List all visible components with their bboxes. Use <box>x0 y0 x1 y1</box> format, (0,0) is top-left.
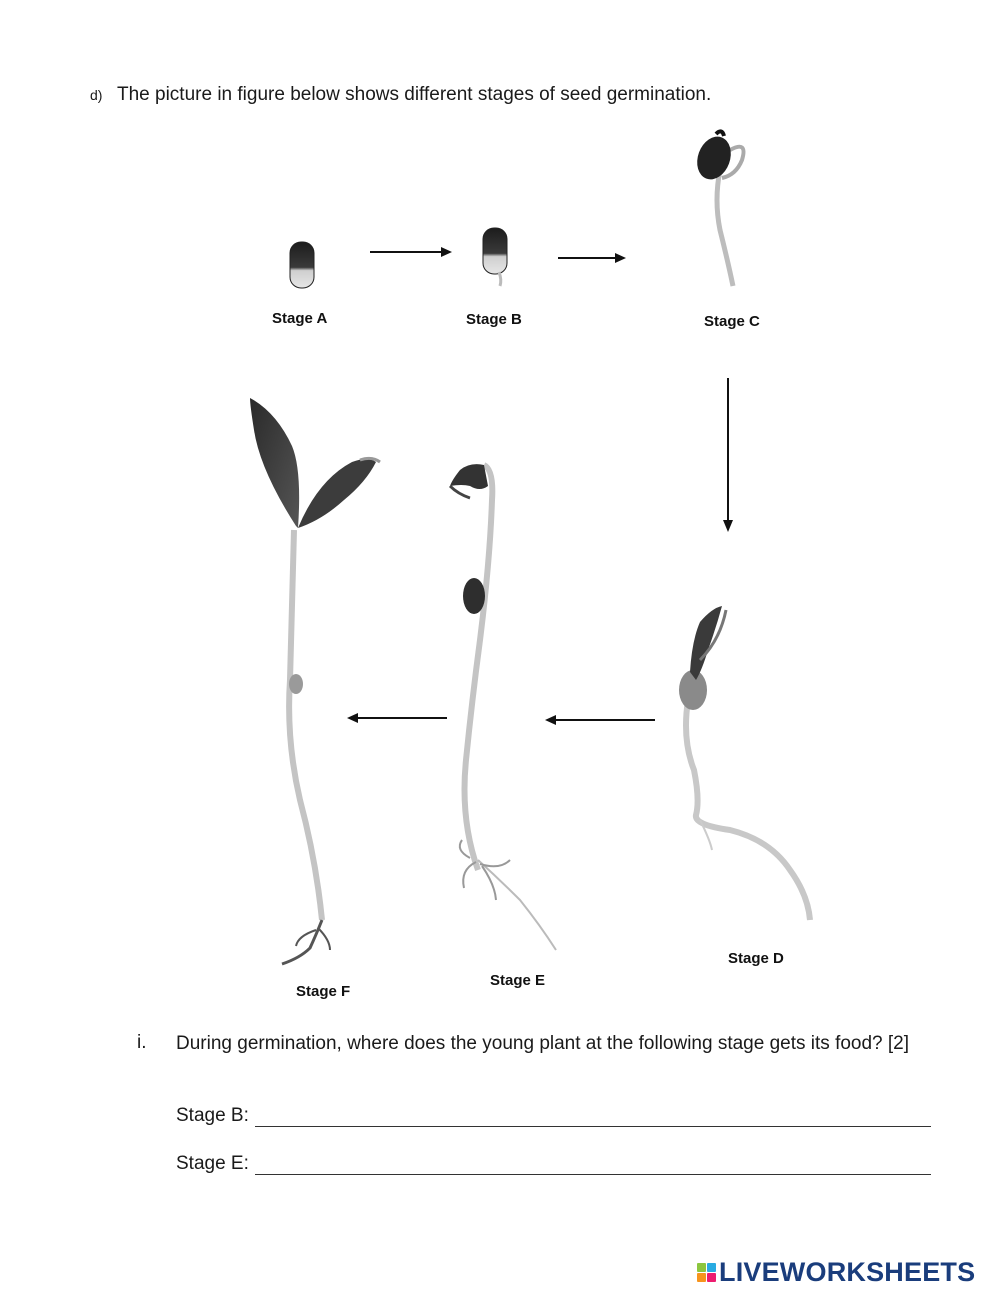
stage-d-label: Stage D <box>728 950 784 967</box>
arrow-b-to-c <box>558 253 626 263</box>
stage-c-seedling <box>697 129 746 287</box>
stage-a-seed <box>289 241 315 289</box>
answer-input-stage-b[interactable] <box>254 1102 931 1127</box>
answer-row-stage-e: Stage E: <box>176 1150 931 1175</box>
logo-tile-orange <box>697 1273 706 1282</box>
answer-label-stage-b: Stage B: <box>176 1105 249 1126</box>
answer-row-stage-b: Stage B: <box>176 1102 931 1127</box>
answer-label-stage-e: Stage E: <box>176 1153 249 1174</box>
stage-d-seedling <box>679 606 813 921</box>
subquestion-number: i. <box>137 1032 147 1053</box>
logo-mark-icon <box>697 1263 716 1282</box>
stage-a-label: Stage A <box>272 310 328 327</box>
stage-f-seedling <box>250 398 381 966</box>
question-text: The picture in figure below shows differ… <box>117 84 712 105</box>
arrow-c-to-d <box>723 378 733 532</box>
stage-b-seed <box>482 227 508 287</box>
stage-f-label: Stage F <box>296 983 351 1000</box>
stage-c-label: Stage C <box>704 313 760 330</box>
question-label: d) <box>90 87 103 103</box>
answer-input-stage-e[interactable] <box>254 1150 931 1175</box>
logo-text: LIVEWORKSHEETS <box>719 1257 976 1287</box>
subquestion-text: During germination, where does the young… <box>176 1033 910 1054</box>
logo-tile-green <box>697 1263 706 1272</box>
arrow-d-to-e <box>545 715 655 725</box>
arrow-e-to-f <box>347 713 447 723</box>
stage-e-label: Stage E <box>490 972 546 989</box>
logo-tile-pink <box>707 1273 716 1282</box>
logo-tile-blue <box>707 1263 716 1272</box>
stage-e-seedling <box>448 462 557 951</box>
question-d: d) The picture in figure below shows diff… <box>90 84 711 106</box>
liveworksheets-logo: LIVEWORKSHEETS <box>697 1257 975 1288</box>
arrow-a-to-b <box>370 247 452 257</box>
stage-b-label: Stage B <box>466 311 522 328</box>
